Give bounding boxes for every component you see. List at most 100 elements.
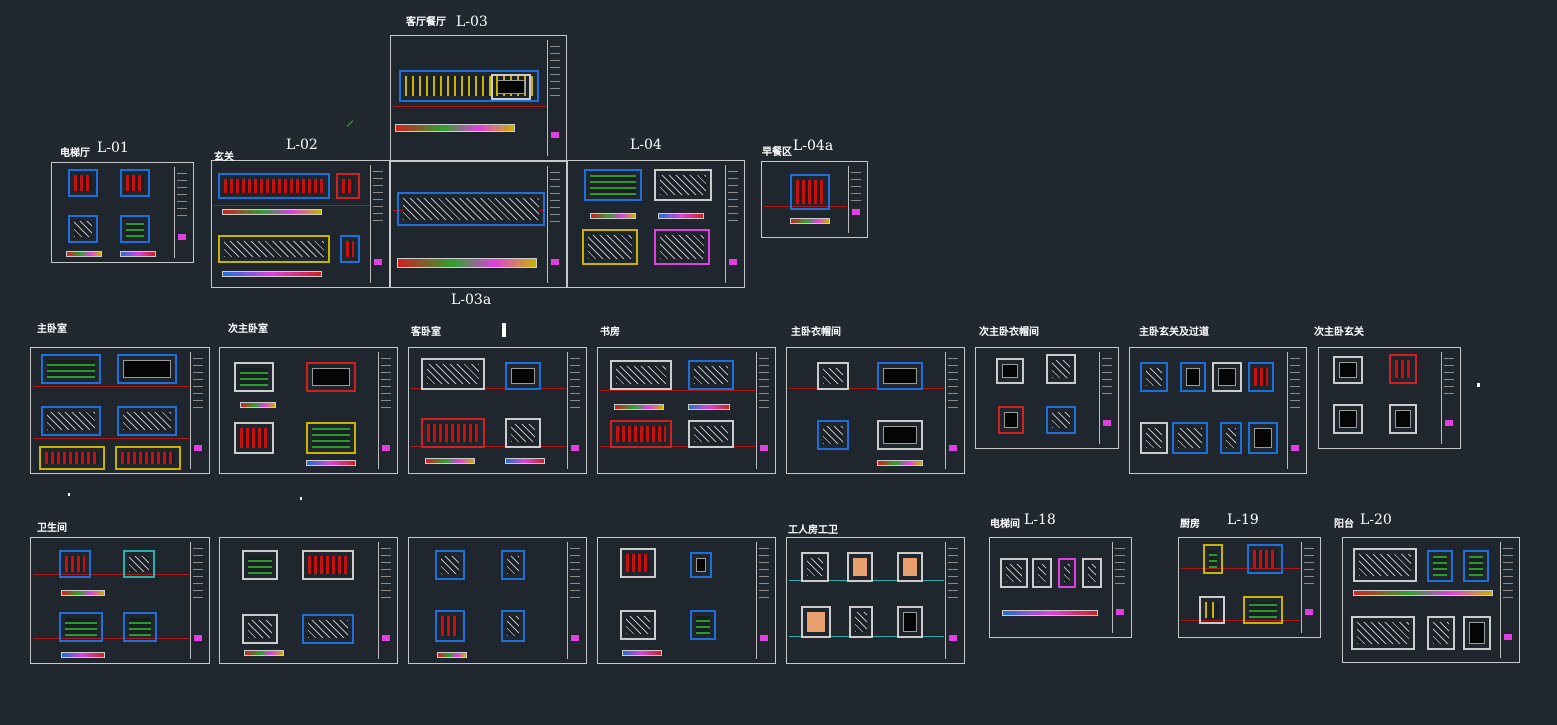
elevation xyxy=(1389,404,1417,434)
title-block xyxy=(547,40,562,156)
plan-strip xyxy=(395,124,515,132)
elevation xyxy=(1046,354,1076,384)
sheet-bathroom-2[interactable] xyxy=(219,537,398,664)
elevation xyxy=(801,552,829,582)
elevation xyxy=(397,192,545,226)
sheet-master-wardrobe[interactable] xyxy=(786,347,965,474)
title-block xyxy=(1112,542,1127,633)
elevation xyxy=(1248,422,1278,454)
title-block xyxy=(378,352,393,469)
title-block xyxy=(1099,352,1114,444)
label-code-l03: L-03 xyxy=(456,14,488,30)
stray-mark xyxy=(68,493,70,496)
elevation xyxy=(1427,550,1453,582)
section-line xyxy=(33,574,189,575)
plan-strip xyxy=(222,271,322,277)
elevation xyxy=(234,362,274,392)
plan-strip xyxy=(425,458,475,464)
sheet-bathroom-3[interactable] xyxy=(408,537,587,664)
elevation xyxy=(1180,362,1206,392)
elevation xyxy=(501,610,525,642)
section-line xyxy=(33,438,189,439)
elevation xyxy=(1463,550,1489,582)
elevation xyxy=(688,420,734,448)
elevation xyxy=(1140,362,1168,392)
sheet-l19[interactable] xyxy=(1178,537,1321,638)
elevation xyxy=(421,418,485,448)
elevation xyxy=(242,614,278,644)
section-line xyxy=(1181,620,1300,621)
sheet-second-entry[interactable] xyxy=(1318,347,1461,449)
elevation xyxy=(897,606,923,638)
plan-strip xyxy=(590,213,636,219)
elevation xyxy=(654,169,712,201)
plan-strip xyxy=(61,652,105,658)
section-line xyxy=(764,206,847,207)
elevation xyxy=(302,614,354,644)
plan-strip xyxy=(1002,610,1098,616)
elevation xyxy=(1046,406,1076,434)
sheet-l18[interactable] xyxy=(989,537,1132,638)
elevation xyxy=(654,229,710,265)
label-code-l02: L-02 xyxy=(286,137,318,153)
label-staff-room: 工人房工卫 xyxy=(788,525,838,536)
section-line xyxy=(393,106,546,107)
label-master-wardrobe: 主卧衣帽间 xyxy=(791,327,841,338)
elevation xyxy=(801,606,831,638)
label-code-l20: L-20 xyxy=(1360,512,1392,528)
label-code-l04a: L-04a xyxy=(793,138,834,154)
elevation xyxy=(620,610,656,640)
plan-strip xyxy=(1353,590,1493,596)
title-block xyxy=(547,166,562,283)
elevation xyxy=(1199,596,1225,624)
sheet-master-entry-corridor[interactable] xyxy=(1129,347,1307,474)
sheet-guest-bedroom[interactable] xyxy=(408,347,587,474)
elevation xyxy=(491,74,531,100)
elevation xyxy=(1032,558,1052,588)
elevation xyxy=(584,169,642,201)
sheet-l03[interactable] xyxy=(390,35,567,161)
sheet-l04[interactable] xyxy=(567,160,745,288)
elevation xyxy=(41,354,101,384)
plan-strip xyxy=(66,251,102,257)
elevation xyxy=(501,550,525,580)
title-block xyxy=(174,167,189,258)
sheet-bathroom-4[interactable] xyxy=(597,537,776,664)
sheet-staff-room[interactable] xyxy=(786,537,965,664)
sheet-study[interactable] xyxy=(597,347,776,474)
elevation xyxy=(1140,422,1168,454)
elevation xyxy=(996,358,1024,384)
elevation xyxy=(1389,354,1417,384)
elevation xyxy=(59,612,103,642)
elevation xyxy=(877,420,923,450)
label-second-wardrobe: 次主卧衣帽间 xyxy=(979,327,1039,338)
elevation xyxy=(998,406,1024,434)
section-line xyxy=(600,446,755,447)
sheet-l03a[interactable] xyxy=(390,161,567,288)
elevation xyxy=(1248,362,1274,392)
elevation xyxy=(1247,544,1283,574)
sheet-l04a[interactable] xyxy=(761,161,868,238)
elevation xyxy=(1000,558,1028,588)
sheet-master-bedroom[interactable] xyxy=(30,347,210,474)
label-code-l18: L-18 xyxy=(1024,512,1056,528)
elevation xyxy=(306,422,356,454)
title-block xyxy=(1441,352,1456,444)
sheet-second-wardrobe[interactable] xyxy=(975,347,1119,449)
elevation xyxy=(120,169,150,197)
sheet-l01[interactable] xyxy=(51,162,194,263)
sheet-l02[interactable] xyxy=(211,160,390,288)
sheet-bathroom-1[interactable] xyxy=(30,537,210,664)
sheet-second-master-bedroom[interactable] xyxy=(219,347,398,474)
elevation xyxy=(218,173,330,199)
elevation xyxy=(68,169,98,197)
label-living-dining: 客厅餐厅 xyxy=(406,17,446,28)
sheet-l20[interactable] xyxy=(1342,537,1520,663)
stray-mark xyxy=(502,323,506,337)
elevation xyxy=(620,548,656,578)
title-block xyxy=(378,542,393,659)
elevation xyxy=(877,362,923,390)
plan-strip xyxy=(306,460,356,466)
label-master-bedroom: 主卧室 xyxy=(37,324,67,335)
